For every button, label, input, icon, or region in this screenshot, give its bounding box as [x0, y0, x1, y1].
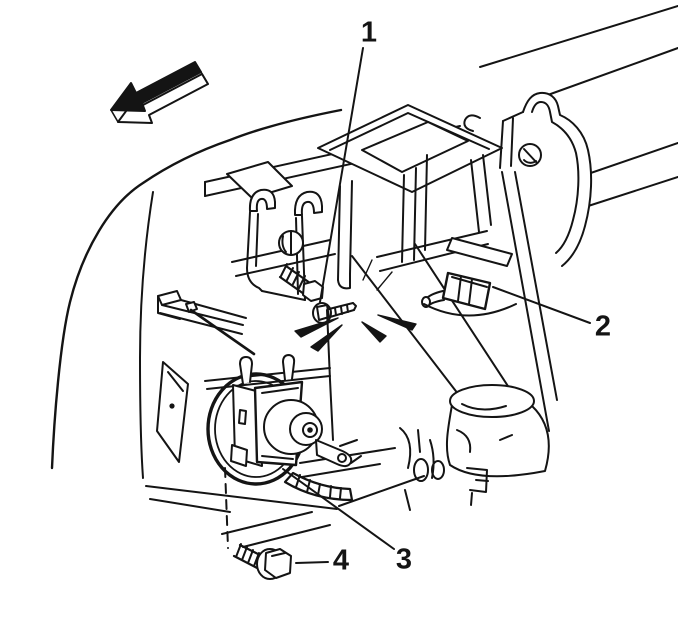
mounting-point-burst	[294, 259, 417, 352]
left-support-rail	[157, 290, 256, 356]
callout-label-4: 4	[332, 544, 350, 577]
kick-panel	[156, 361, 189, 463]
cruise-control-module	[206, 309, 362, 502]
callout-label-2: 2	[594, 310, 612, 343]
center-mounting-bracket	[317, 104, 503, 290]
electrical-connector	[421, 237, 517, 317]
grommet-cylinder	[399, 384, 550, 511]
body-outline	[50, 5, 678, 479]
upper-mounting-bolt	[278, 263, 324, 302]
leader-2	[492, 286, 591, 324]
floor-lines	[145, 447, 425, 548]
right-hook-bracket	[499, 91, 593, 267]
leader-4	[295, 561, 329, 564]
left-hook-bracket	[226, 161, 323, 301]
leader-1	[319, 47, 364, 303]
lower-mounting-bolt	[232, 543, 292, 580]
view-direction-arrow-icon	[110, 61, 209, 124]
bolt-axis-dashed-line	[224, 467, 229, 549]
callout-label-1: 1	[360, 16, 378, 49]
callout-label-3: 3	[395, 543, 413, 576]
callout-leaders	[282, 47, 591, 564]
leader-3	[282, 468, 395, 550]
